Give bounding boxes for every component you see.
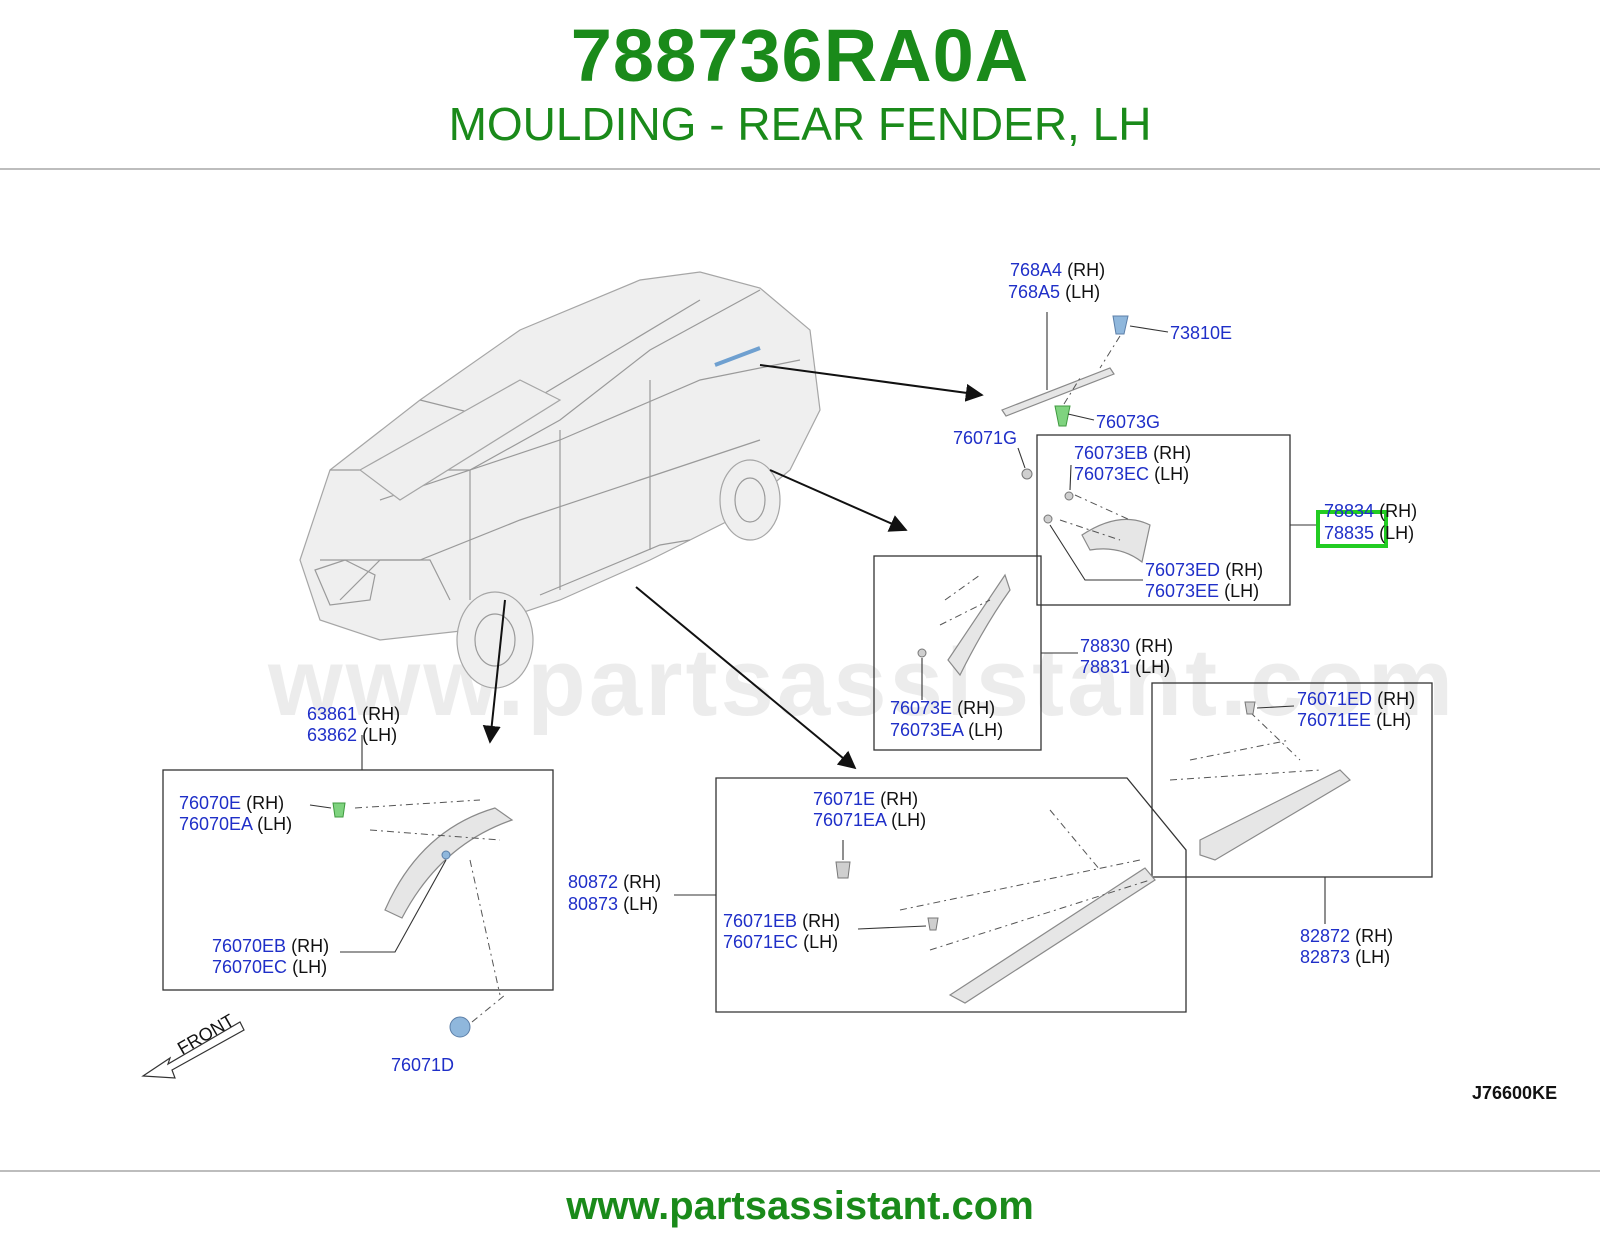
callout-76071g: 76071G xyxy=(953,428,1017,448)
callout-78835[interactable]: 78835 (LH) xyxy=(1324,523,1414,543)
moulding-82872-part xyxy=(1199,769,1351,861)
callout-78831: 78831 (LH) xyxy=(1080,657,1170,677)
page-header: 788736RA0A MOULDING - REAR FENDER, LH xyxy=(0,0,1600,168)
callout-76073ea: 76073EA (LH) xyxy=(890,720,1003,740)
group-82872-moulding xyxy=(1151,682,1433,924)
callout-768a4: 768A4 (RH) xyxy=(1010,260,1105,280)
callout-63862: 63862 (LH) xyxy=(307,725,397,745)
callout-76070eb: 76070EB (RH) xyxy=(212,936,329,956)
group-roof-moulding xyxy=(1001,312,1169,480)
callout-76071eb: 76071EB (RH) xyxy=(723,911,840,931)
callout-76073ec: 76073EC (LH) xyxy=(1074,464,1189,484)
clip-76071g-icon xyxy=(1021,468,1033,480)
clip-76071eb-icon xyxy=(927,917,939,931)
callout-78830: 78830 (RH) xyxy=(1080,636,1173,656)
group-80872-sill-moulding xyxy=(674,777,1187,1013)
rear-fender-moulding-part xyxy=(1081,518,1151,564)
callout-76071ee: 76071EE (LH) xyxy=(1297,710,1411,730)
fender-flare-part xyxy=(384,807,514,919)
clip-76070eb-icon xyxy=(441,850,451,860)
clip-76073eb-icon xyxy=(1064,491,1074,501)
moulding-78830-part xyxy=(947,573,1011,677)
front-direction-indicator: FRONT xyxy=(141,1010,245,1079)
callout-76073ee: 76073EE (LH) xyxy=(1145,581,1259,601)
clip-76073ed-icon xyxy=(1043,514,1053,524)
sill-moulding-part xyxy=(948,867,1156,1004)
callout-76073eb: 76073EB (RH) xyxy=(1074,443,1191,463)
footer-site-link[interactable]: www.partsassistant.com xyxy=(566,1184,1034,1228)
clip-76071e-icon xyxy=(835,861,851,879)
group-rear-fender-moulding xyxy=(1036,434,1388,606)
arrow-to-roof-moulding xyxy=(759,364,984,402)
callout-76071ed: 76071ED (RH) xyxy=(1297,689,1415,709)
callout-76073ed: 76073ED (RH) xyxy=(1145,560,1263,580)
arrow-to-fender-moulding xyxy=(769,469,908,532)
callout-80873: 80873 (LH) xyxy=(568,894,658,914)
vehicle-illustration xyxy=(299,271,821,689)
callout-63861: 63861 (RH) xyxy=(307,704,400,724)
group-63861-fender-flare xyxy=(162,735,554,1038)
callout-76070e: 76070E (RH) xyxy=(179,793,284,813)
arrow-to-sill-moulding xyxy=(635,586,857,770)
clip-76073g-icon xyxy=(1054,405,1071,427)
callout-76070ec: 76070EC (LH) xyxy=(212,957,327,977)
arrow-to-front-fender xyxy=(482,599,506,744)
highlighted-part-78835[interactable] xyxy=(1316,510,1388,548)
front-arrow-icon xyxy=(141,1021,245,1079)
callout-82872: 82872 (RH) xyxy=(1300,926,1393,946)
clip-76073e-icon xyxy=(917,648,927,658)
callout-80872: 80872 (RH) xyxy=(568,872,661,892)
callout-labels: 768A4 (RH) 768A5 (LH) 73810E 76073G 7607… xyxy=(179,260,1417,1075)
callout-76071d: 76071D xyxy=(391,1055,454,1075)
roof-moulding-part xyxy=(1001,367,1115,417)
diagram-ref-code: J76600KE xyxy=(1472,1083,1557,1103)
header-divider xyxy=(0,168,1600,170)
clip-76071ed-icon xyxy=(1244,701,1256,715)
clip-76070e-icon xyxy=(332,802,346,818)
callout-76071e: 76071E (RH) xyxy=(813,789,918,809)
group-78830-moulding xyxy=(873,555,1078,751)
parts-diagram: FRONT J76600KE 768A4 (RH) 768A5 (LH) 738… xyxy=(141,260,1557,1103)
part-name-subtitle: MOULDING - REAR FENDER, LH xyxy=(448,98,1152,150)
clip-76071d-icon xyxy=(449,1016,471,1038)
callout-76073e: 76073E (RH) xyxy=(890,698,995,718)
callout-82873: 82873 (LH) xyxy=(1300,947,1390,967)
callout-768a5: 768A5 (LH) xyxy=(1008,282,1100,302)
callout-73810e: 73810E xyxy=(1170,323,1232,343)
callout-76071ea: 76071EA (LH) xyxy=(813,810,926,830)
callout-76070ea: 76070EA (LH) xyxy=(179,814,292,834)
clip-73810e-icon xyxy=(1112,315,1129,335)
pointer-arrows xyxy=(482,364,984,770)
part-number-title: 788736RA0A xyxy=(570,14,1030,97)
callout-76071ec: 76071EC (LH) xyxy=(723,932,838,952)
footer-divider xyxy=(0,1170,1600,1172)
callout-78834: 78834 (RH) xyxy=(1324,501,1417,521)
callout-76073g: 76073G xyxy=(1096,412,1160,432)
